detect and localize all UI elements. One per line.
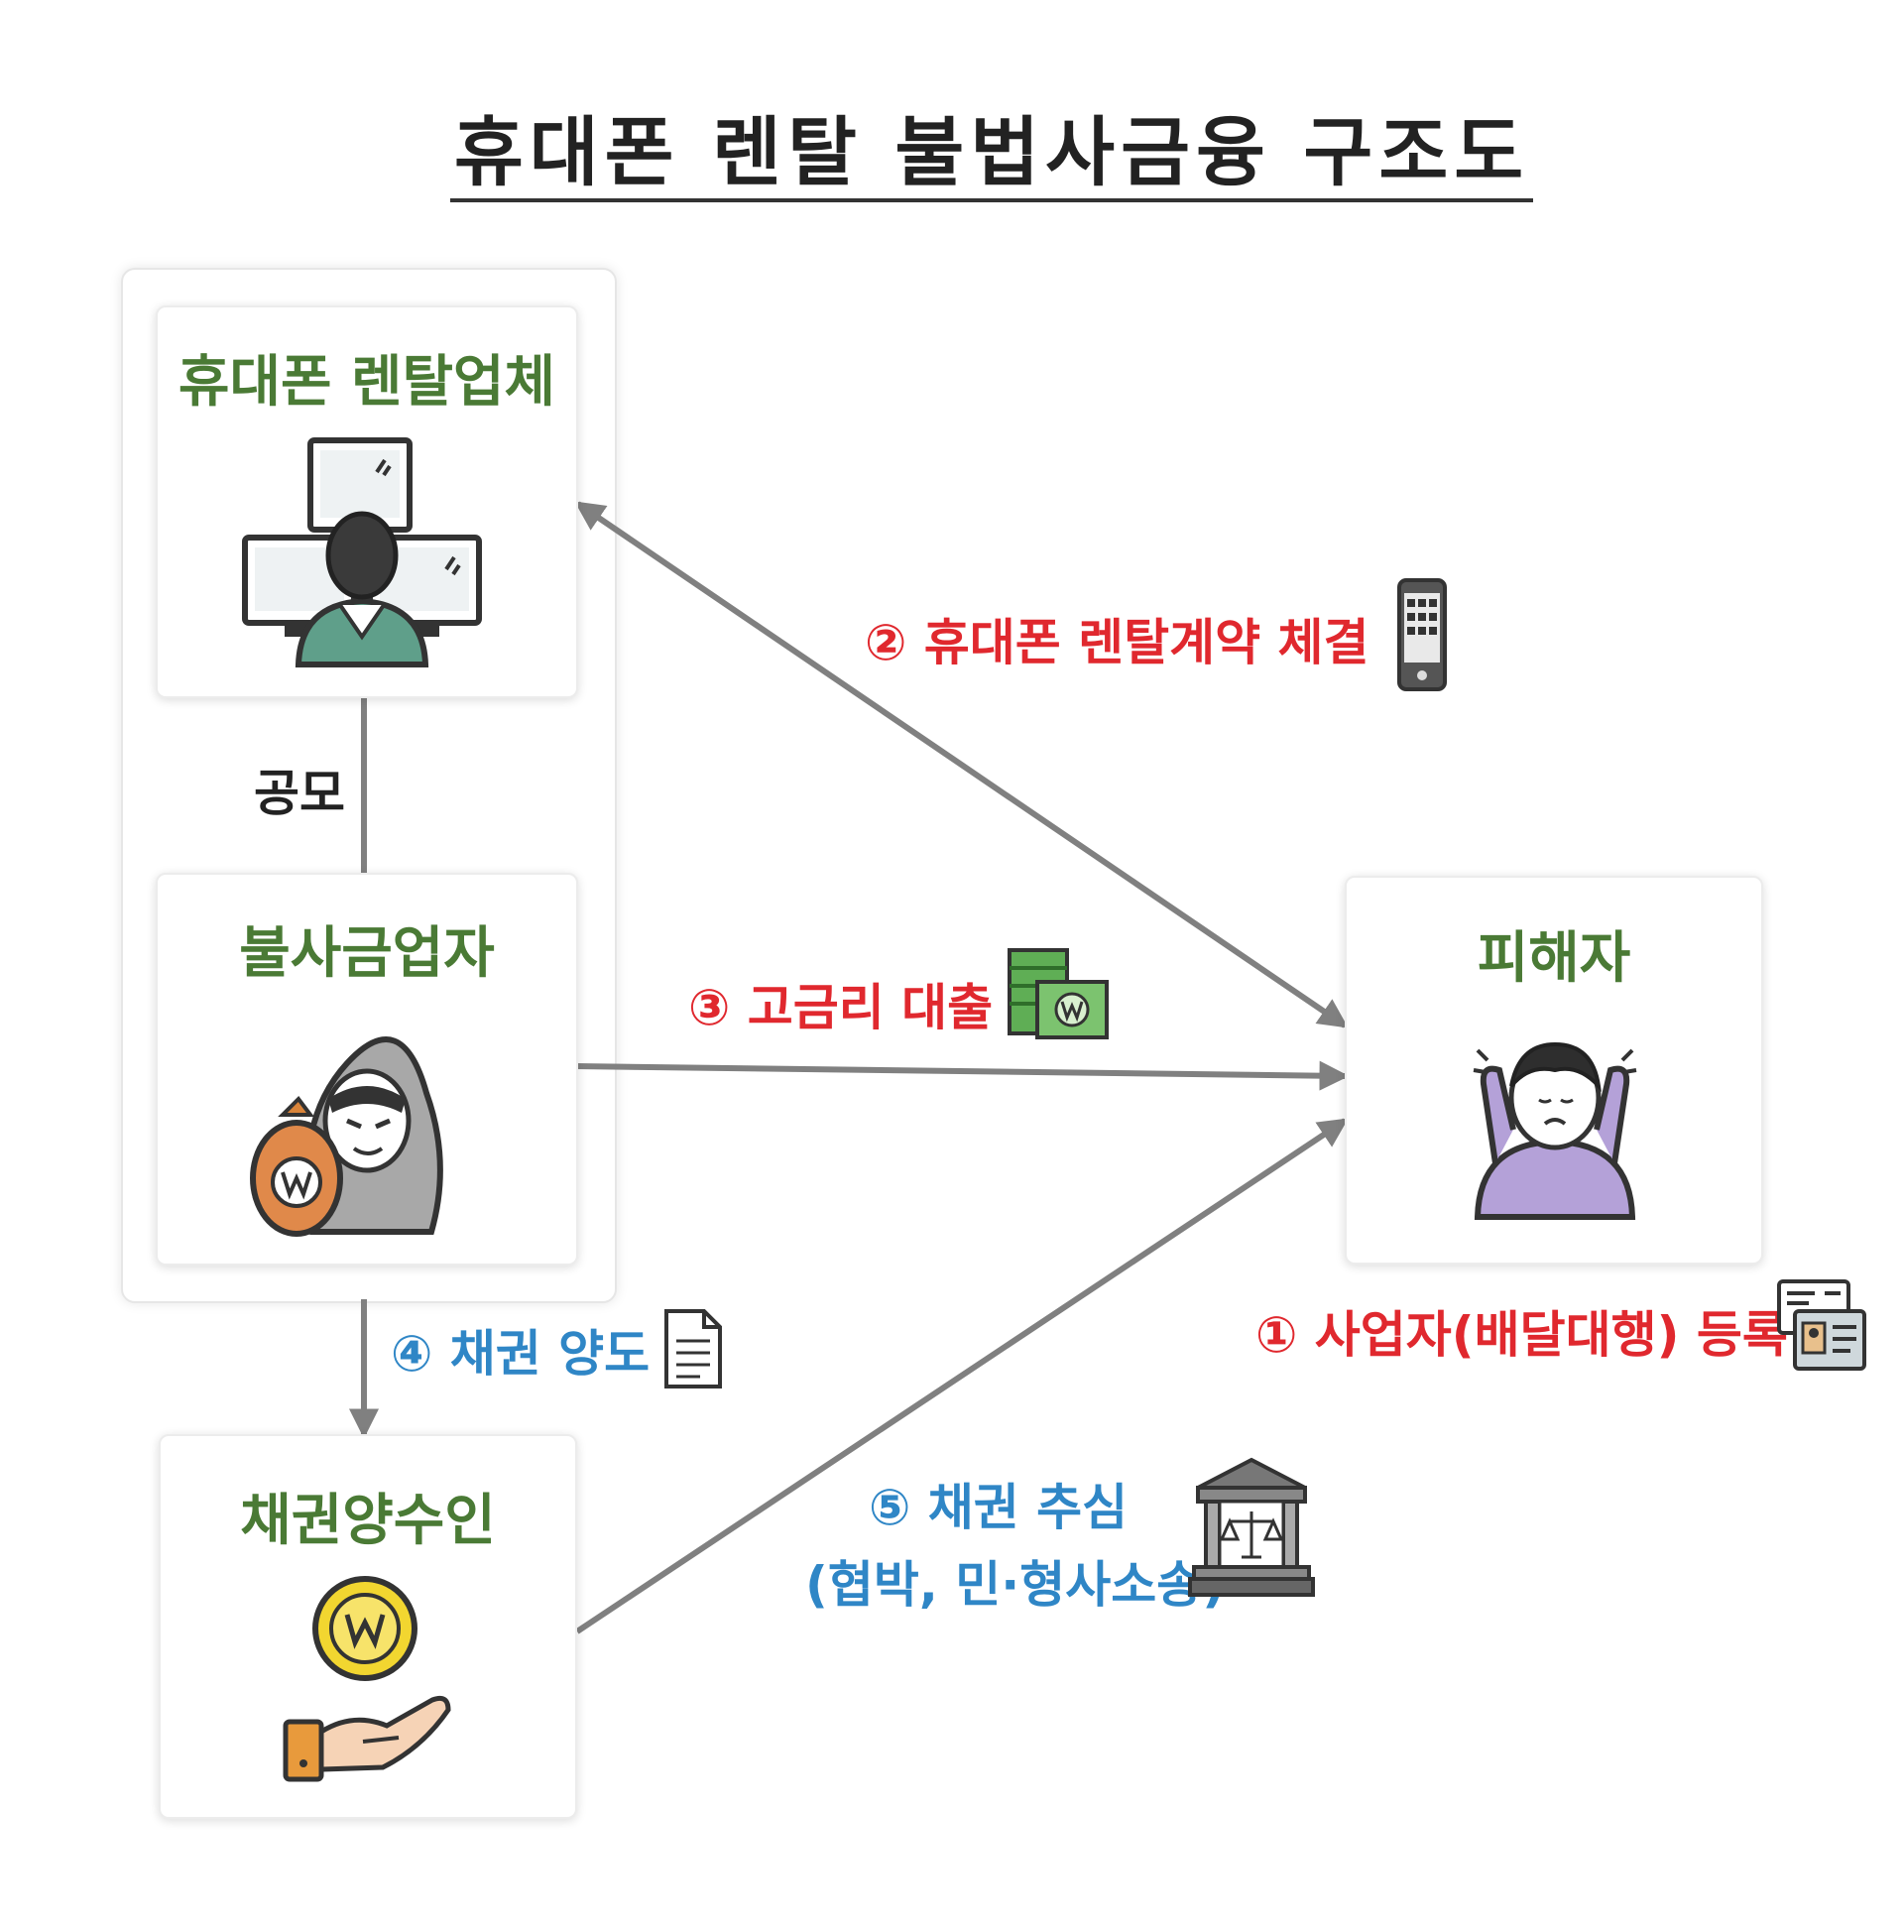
cash-bills-icon [1008, 948, 1109, 1039]
arrow-debt-collection [575, 1118, 1349, 1634]
card-victim: 피해자 [1345, 876, 1763, 1265]
label-step2-rental-contract: ② 휴대폰 렌탈계약 체결 [865, 614, 1369, 671]
coin-on-hand-icon [283, 1576, 451, 1782]
label-step4-debt-transfer: ④ 채권 양도 [391, 1325, 651, 1383]
diagram-title: 휴대폰 렌탈 불법사금융 구조도 [0, 91, 1904, 202]
card-title-victim: 피해자 [1477, 926, 1631, 991]
card-title-transferee: 채권양수인 [240, 1489, 496, 1553]
hooded-loan-shark-icon [250, 1036, 443, 1237]
hacker-at-computers-icon [242, 437, 482, 667]
courthouse-icon [1188, 1457, 1315, 1597]
arrow-high-interest-loan [574, 1060, 1350, 1091]
label-conspiracy: 공모 [254, 765, 345, 822]
card-title-lender: 불사금업자 [239, 921, 495, 986]
document-icon [664, 1309, 722, 1389]
card-title-rental-company: 휴대폰 렌탈업체 [178, 350, 556, 415]
arrow-rental-contract [574, 501, 1349, 1028]
diagram-title-text: 휴대폰 렌탈 불법사금융 구조도 [449, 108, 1534, 202]
label-step5-threats-lawsuits: (협박, 민·형사소송) [805, 1556, 1226, 1614]
card-lender: 불사금업자 [156, 873, 578, 1266]
label-step5-debt-collection: ⑤ 채권 추심 [869, 1479, 1129, 1536]
label-step3-high-interest-loan: ③ 고금리 대출 [688, 979, 994, 1036]
card-rental-company: 휴대폰 렌탈업체 [156, 305, 578, 698]
stressed-person-icon [1473, 1041, 1637, 1220]
smartphone-icon [1397, 578, 1447, 691]
label-step1-business-registration: ① 사업자(배달대행) 등록 [1255, 1306, 1788, 1364]
card-transferee: 채권양수인 [159, 1434, 577, 1819]
id-card-icon [1777, 1279, 1866, 1371]
